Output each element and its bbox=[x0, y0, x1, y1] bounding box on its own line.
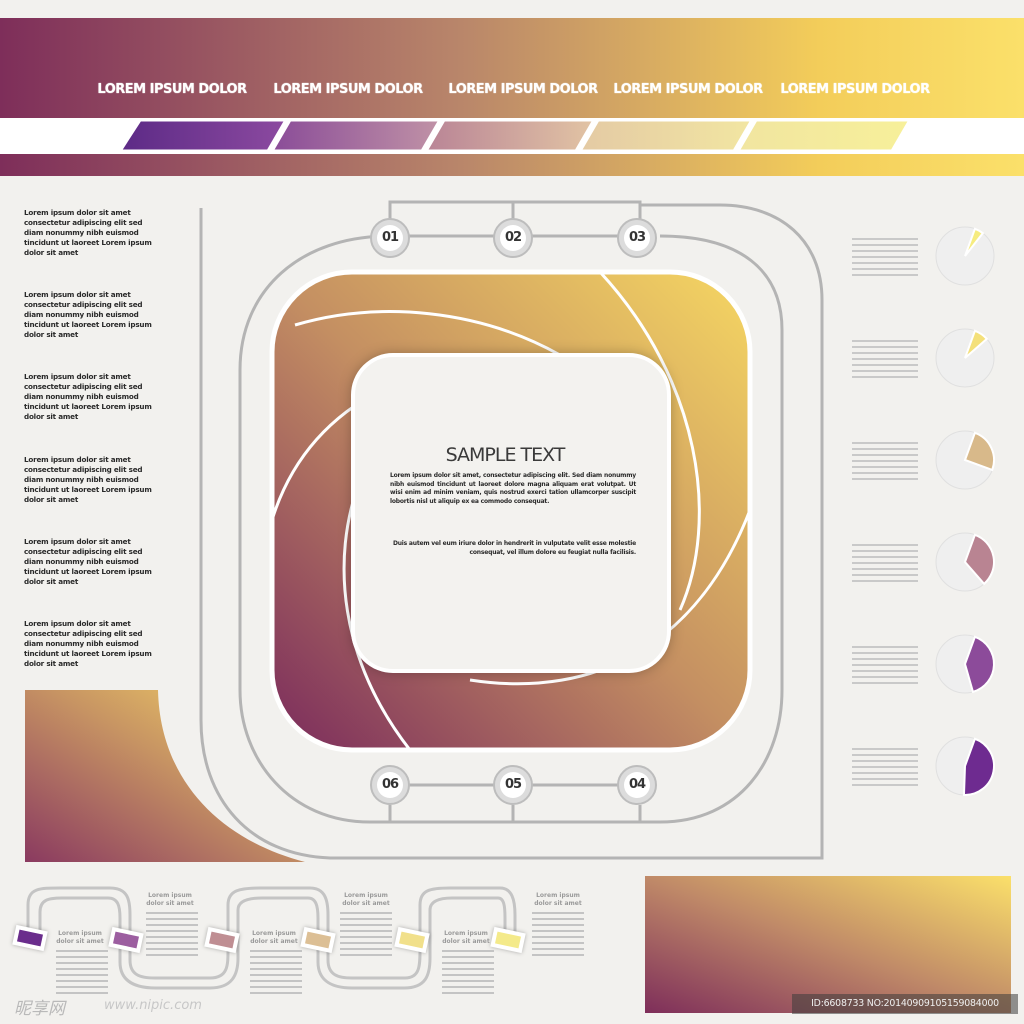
step-02[interactable]: 02 bbox=[493, 218, 533, 258]
pie-slice bbox=[964, 329, 989, 359]
center-panel bbox=[351, 353, 671, 673]
right-item-text-6 bbox=[852, 748, 918, 788]
left-paragraph-4: Lorem ipsum dolor sit amet consectetur a… bbox=[24, 455, 152, 504]
image-id-bar: ID:6608733 NO:20140909105159084000 bbox=[792, 994, 1018, 1014]
step-01[interactable]: 01 bbox=[370, 218, 410, 258]
right-pie-1 bbox=[935, 226, 995, 286]
right-pie-6 bbox=[935, 736, 995, 796]
bottom-tag-6[interactable] bbox=[495, 931, 521, 949]
left-paragraph-5: Lorem ipsum dolor sit amet consectetur a… bbox=[24, 537, 152, 586]
bottom-connector bbox=[26, 886, 517, 990]
center-title: SAMPLE TEXT bbox=[445, 444, 566, 466]
bottom-label-2: Lorem ipsum dolor sit amet bbox=[56, 930, 104, 945]
bottom-label-1: Lorem ipsum dolor sit amet bbox=[146, 892, 194, 907]
right-item-text-1 bbox=[852, 238, 918, 278]
bottom-label-6: Lorem ipsum dolor sit amet bbox=[442, 930, 490, 945]
bottom-tag-3[interactable] bbox=[209, 931, 235, 949]
header-label-1: LOREM IPSUM DOLOR bbox=[97, 82, 247, 97]
pie-slice bbox=[962, 737, 995, 796]
watermark-url: www.nipic.com bbox=[104, 998, 202, 1013]
bottom-text-lines-4 bbox=[250, 950, 302, 994]
right-item-text-2 bbox=[852, 340, 918, 380]
pie-slice bbox=[964, 227, 985, 257]
header-tab-5[interactable] bbox=[735, 118, 913, 153]
bottom-label-3: Lorem ipsum dolor sit amet bbox=[342, 892, 390, 907]
header-tab-2[interactable] bbox=[269, 118, 443, 153]
pie-slice bbox=[963, 431, 995, 472]
left-paragraph-6: Lorem ipsum dolor sit amet consectetur a… bbox=[24, 619, 152, 668]
header-label-2: LOREM IPSUM DOLOR bbox=[273, 82, 423, 97]
step-06[interactable]: 06 bbox=[370, 765, 410, 805]
bottom-label-5: Lorem ipsum dolor sit amet bbox=[534, 892, 582, 907]
header-label-4: LOREM IPSUM DOLOR bbox=[613, 82, 763, 97]
center-body-1: Lorem ipsum dolor sit amet, consectetur … bbox=[390, 472, 636, 505]
bottom-tag-1[interactable] bbox=[17, 929, 43, 947]
step-03[interactable]: 03 bbox=[617, 218, 657, 258]
header-tab-1[interactable] bbox=[117, 118, 289, 153]
left-paragraph-1: Lorem ipsum dolor sit amet consectetur a… bbox=[24, 208, 152, 257]
header-label-5: LOREM IPSUM DOLOR bbox=[780, 82, 930, 97]
header-tab-3[interactable] bbox=[423, 118, 597, 153]
bottom-text-lines-3 bbox=[340, 912, 392, 956]
bottom-tag-4[interactable] bbox=[305, 931, 331, 949]
bottom-tag-5[interactable] bbox=[399, 931, 425, 949]
bottom-label-4: Lorem ipsum dolor sit amet bbox=[250, 930, 298, 945]
bottom-tag-2[interactable] bbox=[113, 931, 139, 949]
right-item-text-5 bbox=[852, 646, 918, 686]
bottom-text-lines-1 bbox=[146, 912, 198, 956]
step-04[interactable]: 04 bbox=[617, 765, 657, 805]
header-label-3: LOREM IPSUM DOLOR bbox=[448, 82, 598, 97]
center-body-2: Duis autem vel eum iriure dolor in hendr… bbox=[392, 540, 636, 556]
pie-slice bbox=[963, 635, 995, 694]
right-item-text-4 bbox=[852, 544, 918, 584]
right-pie-5 bbox=[935, 634, 995, 694]
left-paragraph-3: Lorem ipsum dolor sit amet consectetur a… bbox=[24, 372, 152, 421]
left-paragraph-2: Lorem ipsum dolor sit amet consectetur a… bbox=[24, 290, 152, 339]
watermark-logo: 昵享网 bbox=[14, 999, 65, 1019]
bottom-text-lines-6 bbox=[442, 950, 494, 994]
right-pie-2 bbox=[935, 328, 995, 388]
header-tab-4[interactable] bbox=[577, 118, 755, 153]
right-pie-3 bbox=[935, 430, 995, 490]
right-item-text-3 bbox=[852, 442, 918, 482]
bottom-right-panel bbox=[645, 876, 1011, 1013]
bottom-text-lines-2 bbox=[56, 950, 108, 994]
bottom-text-lines-5 bbox=[532, 912, 584, 956]
right-pie-4 bbox=[935, 532, 995, 592]
step-05[interactable]: 05 bbox=[493, 765, 533, 805]
pie-slice bbox=[963, 533, 995, 586]
